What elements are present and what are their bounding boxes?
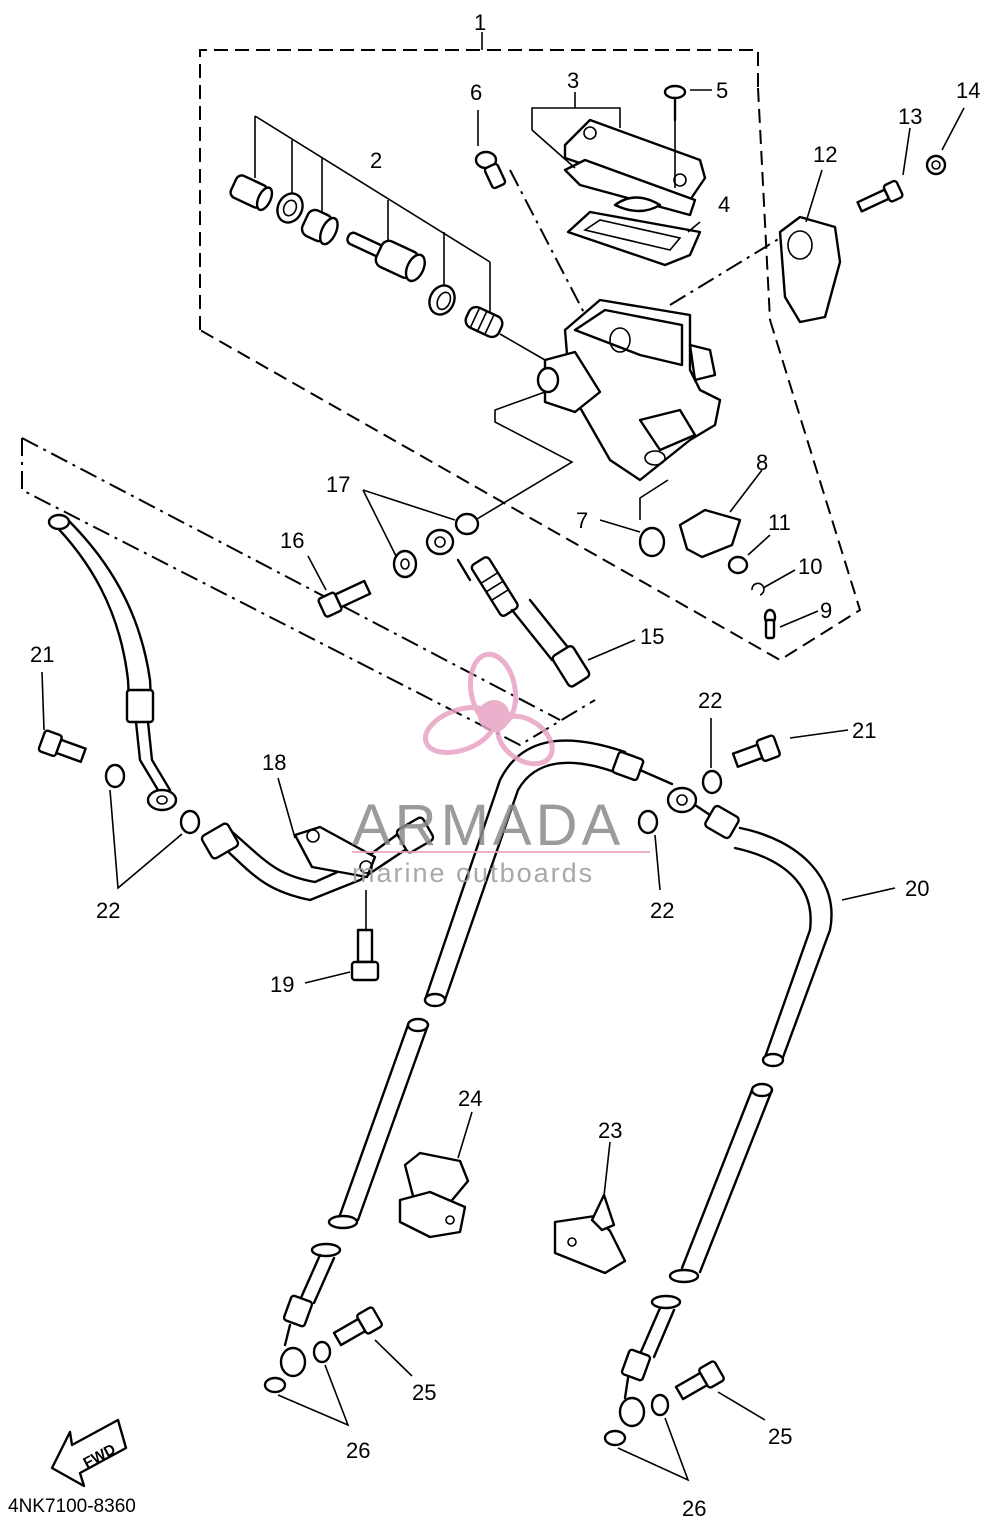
- right-upper-hose: [423, 739, 896, 1068]
- callout-19: 19: [270, 972, 294, 997]
- assembly-boundary: [199, 49, 862, 662]
- callout-14: 14: [956, 78, 980, 103]
- hose-clamp-23: [553, 1141, 627, 1275]
- left-lower-hose: [263, 1017, 430, 1427]
- callout-22-right-bottom: 22: [650, 898, 674, 923]
- watermark: ARMADA marine outboards: [352, 651, 650, 888]
- callout-26-right: 26: [682, 1496, 706, 1521]
- callout-15: 15: [640, 624, 664, 649]
- left-upper-hose: [47, 513, 178, 812]
- callout-8: 8: [756, 450, 768, 475]
- callout-1: 1: [474, 10, 486, 35]
- right-bolt-washers: [637, 718, 849, 891]
- callout-25-right: 25: [768, 1424, 792, 1449]
- handlebar-holder: [778, 107, 965, 324]
- forward-arrow-icon: FWD: [50, 1418, 128, 1488]
- callout-labels: 1 2 3 4 5 6 7 8 9 10 11 12 13 14 15 16 1…: [30, 10, 980, 1521]
- left-bolt-washers: [37, 671, 201, 890]
- hose-clamp-24: [398, 1111, 473, 1239]
- master-cylinder-body: [471, 298, 722, 523]
- callout-22-left: 22: [96, 898, 120, 923]
- callout-16: 16: [280, 528, 304, 553]
- callout-22-right-top: 22: [698, 688, 722, 713]
- diagram-code: 4NK7100-8360: [8, 1496, 136, 1517]
- callout-21-right: 21: [852, 718, 876, 743]
- right-lower-hose: [603, 1082, 774, 1482]
- callout-4: 4: [718, 192, 730, 217]
- union-hose: [307, 489, 636, 688]
- callout-24: 24: [458, 1086, 482, 1111]
- callout-5: 5: [716, 78, 728, 103]
- bleed-screw: [474, 110, 507, 190]
- joint-pipe: [200, 777, 435, 984]
- piston-kit: [229, 115, 546, 361]
- watermark-tagline: marine outboards: [352, 858, 594, 888]
- watermark-brand: ARMADA: [352, 793, 624, 858]
- callout-20: 20: [905, 876, 929, 901]
- callout-2: 2: [370, 148, 382, 173]
- callout-17: 17: [326, 472, 350, 497]
- callout-3: 3: [567, 68, 579, 93]
- callout-10: 10: [798, 554, 822, 579]
- callout-9: 9: [820, 598, 832, 623]
- callout-26-left: 26: [346, 1438, 370, 1463]
- brake-switch: [599, 469, 819, 640]
- callout-13: 13: [898, 104, 922, 129]
- callout-12: 12: [813, 142, 837, 167]
- callout-7: 7: [576, 508, 588, 533]
- propeller-logo-icon: [422, 651, 555, 767]
- callout-25-left: 25: [412, 1380, 436, 1405]
- callout-11: 11: [768, 510, 791, 535]
- callout-6: 6: [470, 80, 482, 105]
- callout-21-left: 21: [30, 642, 54, 667]
- callout-23: 23: [598, 1118, 622, 1143]
- callout-18: 18: [262, 750, 286, 775]
- reservoir-cap: [531, 84, 712, 267]
